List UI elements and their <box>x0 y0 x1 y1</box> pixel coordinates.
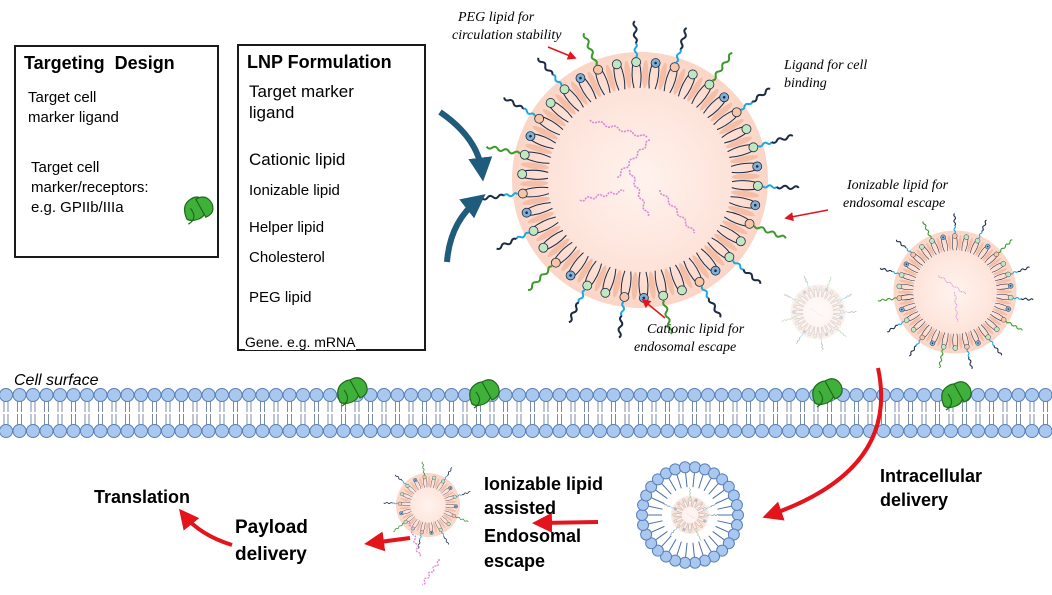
escape-arrow <box>532 512 599 533</box>
payload-label-line1: Payload <box>235 517 308 538</box>
targeting-item-ligand-line2: marker ligand <box>28 109 119 126</box>
escape-label-line4: escape <box>484 551 546 571</box>
membrane-receptors <box>337 377 972 411</box>
cationic-annotation-pointer <box>641 298 666 319</box>
cell-surface-label: Cell surface <box>14 372 99 389</box>
lnp-item-cationic: Cationic lipid <box>249 150 346 169</box>
translation-label: Translation <box>94 487 191 507</box>
escape-label-line1: Ionizable lipid <box>484 474 604 494</box>
lnp-item-ligand-line2: ligand <box>249 103 295 122</box>
lnp-nanoparticle-medium <box>877 213 1034 370</box>
targeting-design-box: Targeting Design Target cell marker liga… <box>14 45 219 258</box>
payload-label-line2: delivery <box>235 544 307 565</box>
lnp-item-ligand-line1: Target marker <box>249 82 354 101</box>
endosome-vesicle <box>636 461 744 569</box>
payload-arrow <box>364 531 411 552</box>
lnp-formulation-title: LNP Formulation <box>247 52 392 72</box>
lnp-formulation-box: LNP Formulation Target marker ligand Cat… <box>237 44 426 351</box>
approach-arrow-lower <box>444 194 486 263</box>
ionizable-annotation-line1: Ionizable lipid for <box>847 178 949 193</box>
peg-annotation-line1: PEG lipid for <box>458 10 535 25</box>
lnp-item-peg: PEG lipid <box>249 289 312 306</box>
cell-membrane-bilayer <box>0 388 1052 438</box>
lnp-nanoparticle-large <box>481 20 800 339</box>
cationic-annotation-line1: Cationic lipid for <box>647 322 745 337</box>
peg-annotation-line2: circulation stability <box>452 28 562 43</box>
lnp-item-helper: Helper lipid <box>249 219 325 236</box>
intracellular-label-line1: Intracellular <box>880 466 983 486</box>
intracellular-arrow <box>762 367 884 521</box>
approach-arrow-upper <box>438 109 493 182</box>
lnp-item-ionizable: Ionizable lipid <box>249 182 340 199</box>
ionizable-annotation-pointer <box>784 209 829 222</box>
lnp-item-gene: Gene. e.g. mRNA <box>245 334 356 350</box>
ligand-annotation-line2: binding <box>784 76 827 91</box>
escape-label-line2: assisted <box>484 498 557 518</box>
escape-label-line3: Endosomal <box>484 526 582 546</box>
lnp-item-cholesterol: Cholesterol <box>249 249 325 266</box>
cationic-annotation-line2: endosomal escape <box>634 340 737 355</box>
targeting-item-receptor-line2: marker/receptors: <box>31 179 149 196</box>
targeting-item-ligand-line1: Target cell <box>28 89 97 106</box>
ionizable-annotation-line2: endosomal escape <box>843 196 946 211</box>
lnp-nanoparticle-faded <box>781 275 857 351</box>
intracellular-label-line2: delivery <box>880 490 949 510</box>
targeting-item-receptor-line1: Target cell <box>31 159 100 176</box>
ligand-annotation-line1: Ligand for cell <box>784 58 868 73</box>
targeting-item-receptor-line3: e.g. GPIIb/IIIa <box>31 199 124 216</box>
targeting-design-title: Targeting Design <box>24 53 175 73</box>
lnp-endosomal-escape-fragment <box>383 461 471 586</box>
receptor-legend-icon <box>183 196 214 225</box>
translation-arrow <box>179 508 233 547</box>
peg-annotation-pointer <box>547 46 577 60</box>
